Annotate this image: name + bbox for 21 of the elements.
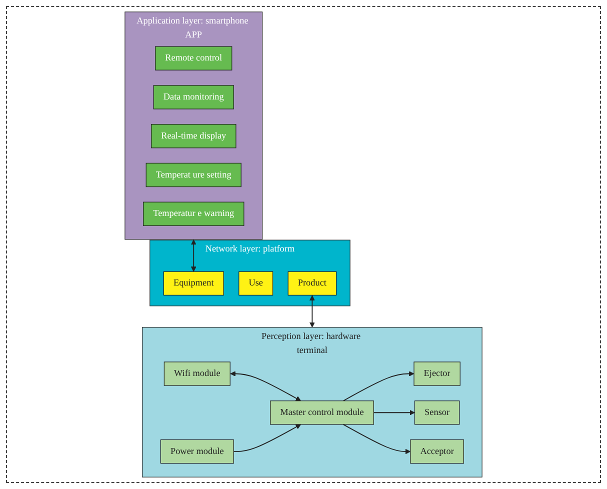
arrow bbox=[230, 371, 302, 402]
arrow bbox=[233, 424, 302, 452]
node-box: Real-time display bbox=[150, 124, 236, 148]
node-box: Remote control bbox=[155, 46, 232, 70]
node-box: Wifi module bbox=[164, 362, 230, 386]
arrow bbox=[373, 410, 415, 416]
node-box: Temperatur e warning bbox=[143, 202, 244, 226]
arrow bbox=[190, 239, 196, 272]
node-box: Master control module bbox=[270, 400, 374, 425]
arrow bbox=[342, 371, 414, 402]
node-box: Power module bbox=[160, 439, 234, 464]
node-box: Use bbox=[238, 271, 274, 296]
node-box: Data monitoring bbox=[153, 85, 234, 110]
node-box: Equipment bbox=[163, 271, 224, 296]
node-box: Product bbox=[288, 271, 337, 296]
node-box: Sensor bbox=[414, 400, 460, 425]
node-box: Temperat ure setting bbox=[146, 162, 242, 188]
arrow bbox=[310, 295, 315, 328]
arrow bbox=[342, 424, 411, 454]
node-box: Ejector bbox=[414, 362, 460, 386]
node-box: Acceptor bbox=[410, 439, 464, 464]
